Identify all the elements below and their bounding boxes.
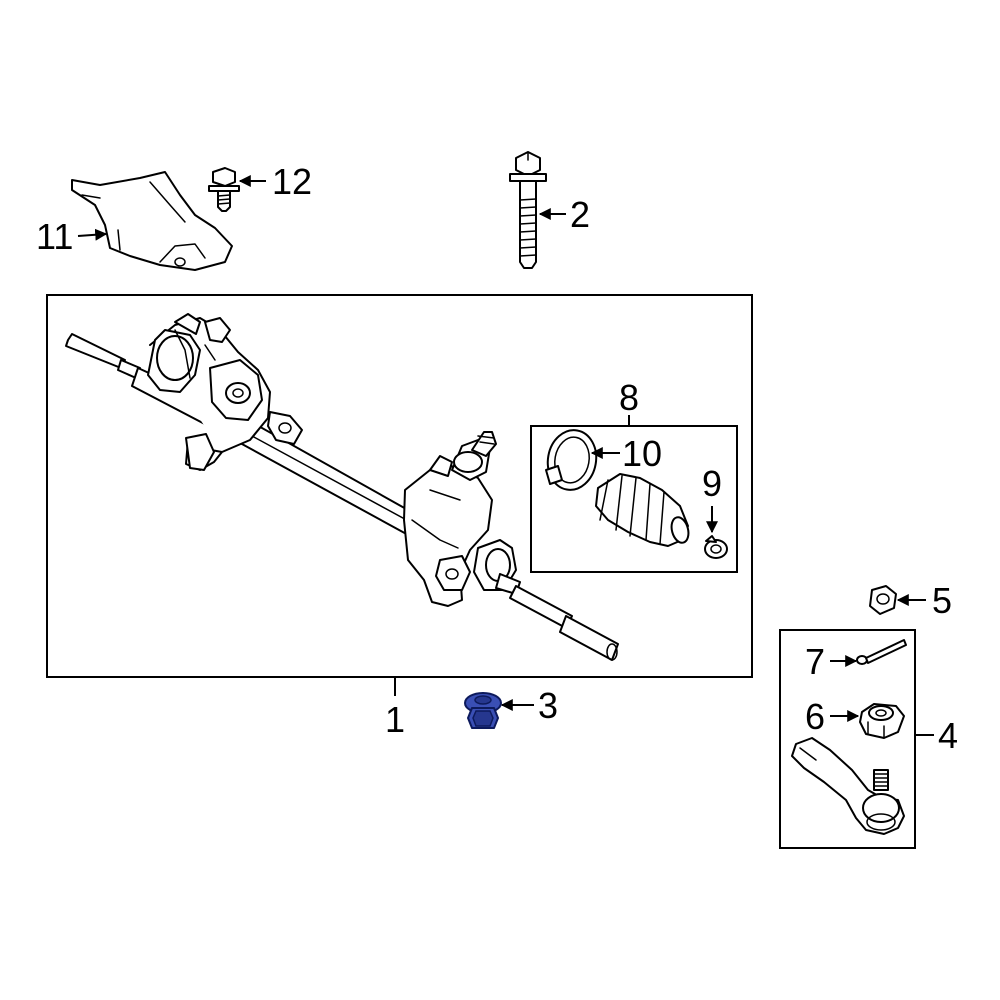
tie-rod-end-frame [779, 629, 916, 849]
callout-5: 5 [896, 580, 952, 621]
flange-nut-part[interactable] [464, 692, 502, 729]
small-clamp-part[interactable] [704, 535, 728, 559]
leader-arrow-11 [77, 228, 108, 241]
hex-nut-part[interactable] [869, 585, 897, 615]
steering-gear-assembly-part[interactable] [65, 313, 619, 661]
callout-3: 3 [500, 685, 558, 726]
cotter-pin-part[interactable] [856, 639, 907, 665]
callout-label-4: 4 [938, 715, 958, 756]
callout-label-5: 5 [932, 580, 952, 621]
callout-label-2: 2 [570, 194, 590, 235]
rack-boot-part[interactable] [595, 473, 691, 547]
callout-label-12: 12 [272, 161, 312, 202]
castle-nut-part[interactable] [859, 703, 905, 739]
callout-6: 6 [805, 696, 860, 737]
callout-2: 2 [538, 194, 590, 235]
boot-clamp-part[interactable] [543, 426, 601, 493]
callout-4: 4 [915, 715, 958, 756]
callout-label-7: 7 [805, 641, 825, 682]
callout-label-8: 8 [619, 377, 639, 418]
tie-rod-end-part[interactable] [791, 737, 905, 835]
callout-label-9: 9 [702, 463, 722, 504]
callout-11: 11 [36, 216, 108, 257]
callout-label-1: 1 [385, 699, 405, 740]
callout-9: 9 [702, 463, 722, 534]
callout-8: 8 [619, 377, 639, 426]
boot-kit-frame [530, 425, 738, 573]
callout-10: 10 [590, 433, 662, 474]
callout-label-3: 3 [538, 685, 558, 726]
callout-label-10: 10 [622, 433, 662, 474]
callout-label-11: 11 [36, 216, 73, 257]
flange-bolt-small-part[interactable] [208, 167, 240, 212]
callout-7: 7 [805, 641, 858, 682]
heat-shield-part[interactable] [71, 171, 233, 271]
callout-12: 12 [238, 161, 312, 202]
steering-gear-frame [46, 294, 753, 678]
callout-1: 1 [385, 677, 405, 740]
mounting-bolt-long-part[interactable] [509, 151, 547, 269]
callout-label-6: 6 [805, 696, 825, 737]
